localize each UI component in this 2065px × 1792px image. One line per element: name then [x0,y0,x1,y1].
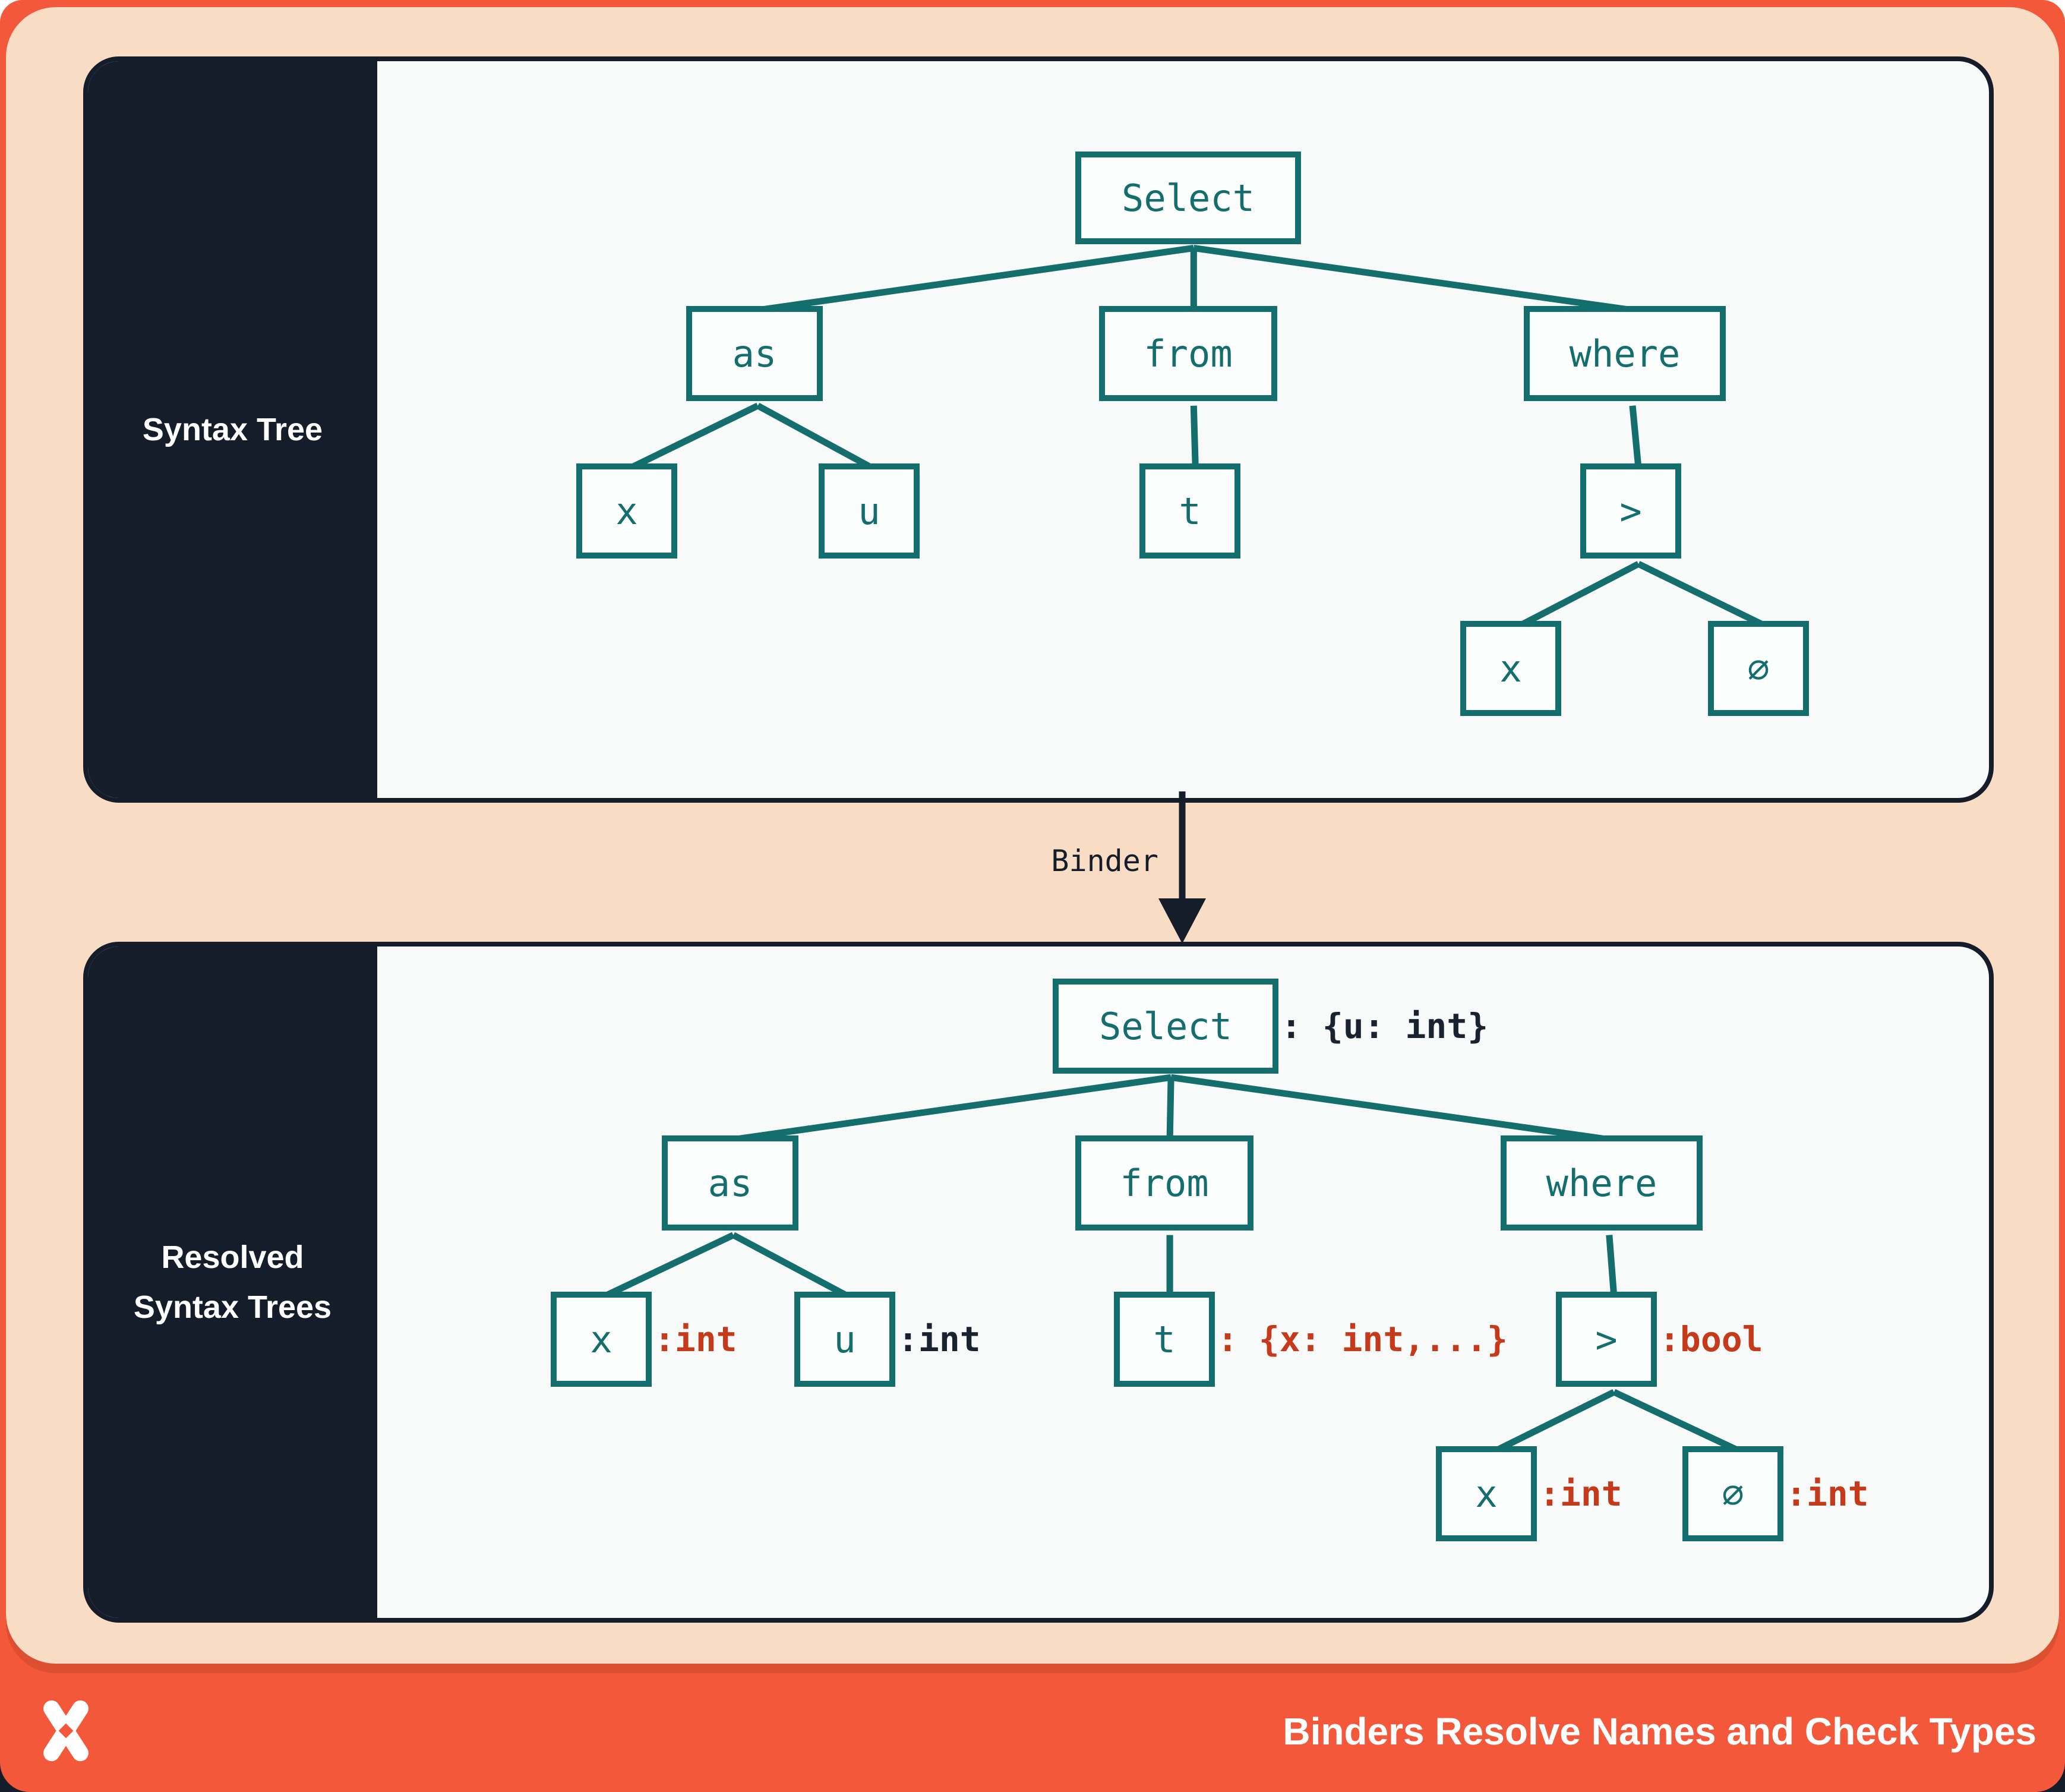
resolved-panel-clip: Resolved Syntax Trees [88,947,1989,1618]
type-annotation: : {u: int} [1281,1006,1489,1046]
type-annotation: :bool [1659,1319,1763,1359]
syntax-tree-panel-clip: Syntax Tree [88,61,1989,798]
st-node-gt: > [1580,463,1681,559]
rst-node-x1: x :int [551,1292,737,1387]
rst-node-zero: ∅ :int [1682,1446,1869,1541]
panel-title-line2: Syntax Trees [133,1289,332,1325]
node-label: where [1569,332,1681,376]
st-node-where: where [1524,306,1726,401]
node-label: u [833,1317,856,1361]
st-node-x2: x [1460,621,1561,716]
node-label: x [1475,1472,1498,1516]
syntax-tree-sidebar: Syntax Tree [88,61,377,798]
node-label: t [1179,489,1201,533]
panel-title-line1: Resolved [161,1239,304,1275]
type-annotation: :int [654,1319,737,1359]
rst-node-gt: > :bool [1556,1292,1763,1387]
rst-node-where: where [1501,1135,1703,1231]
node-label: x [590,1317,612,1361]
rst-node-x2: x :int [1436,1446,1622,1541]
type-annotation: :int [1786,1474,1869,1514]
footer-title: Binders Resolve Names and Check Types [1283,1710,2036,1753]
st-node-x1: x [576,463,677,559]
panel-title: Syntax Tree [142,412,323,447]
node-label: from [1120,1161,1209,1205]
node-label: Select [1122,176,1255,220]
resolved-syntax-trees-panel: Resolved Syntax Trees Select : {u: int} … [83,942,1994,1623]
rst-node-from: from [1075,1135,1253,1231]
syntax-tree-panel: Syntax Tree Select as from where x [83,56,1994,803]
node-label: t [1153,1317,1176,1361]
rst-node-t: t : {x: int,...} [1114,1292,1508,1387]
node-label: x [1499,646,1522,690]
st-node-select: Select [1075,152,1301,244]
binder-label: Binder [1051,844,1158,878]
node-label: ∅ [1722,1472,1744,1516]
st-node-u: u [819,463,920,559]
node-label: as [732,332,777,376]
rst-node-select: Select : {u: int} [1053,979,1488,1074]
resolved-panel-sidebar: Resolved Syntax Trees [88,947,377,1618]
node-label: as [708,1161,753,1205]
pinwheel-x-logo [43,1700,89,1762]
st-node-as: as [686,306,823,401]
node-label: ∅ [1747,646,1770,690]
rst-node-u: u :int [794,1292,981,1387]
rst-node-as: as [662,1135,798,1231]
type-annotation: :int [898,1319,981,1359]
type-annotation: :int [1539,1474,1622,1514]
node-label: > [1619,489,1642,533]
st-node-t: t [1139,463,1240,559]
node-label: where [1546,1161,1657,1205]
st-node-from: from [1099,306,1277,401]
node-label: Select [1099,1004,1232,1048]
st-node-zero: ∅ [1708,621,1809,716]
node-label: x [615,489,638,533]
node-label: u [858,489,880,533]
binder-arrow [1158,791,1206,944]
type-annotation: : {x: int,...} [1217,1319,1508,1359]
node-label: from [1144,332,1233,376]
node-label: > [1595,1317,1618,1361]
